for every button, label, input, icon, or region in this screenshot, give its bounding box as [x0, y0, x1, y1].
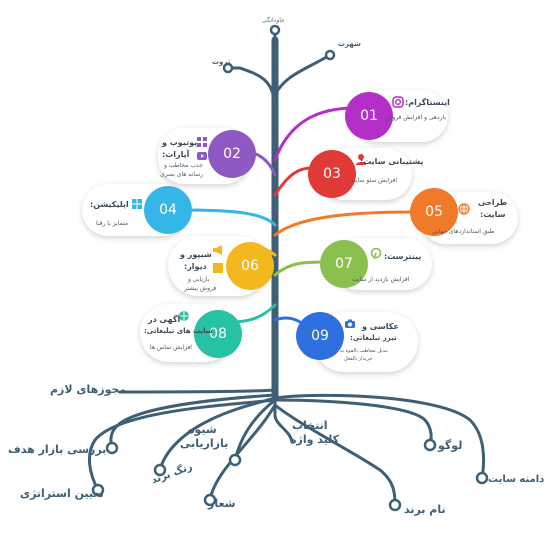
play-icon	[197, 152, 207, 160]
root-label-marketing-method-line2: بازاریابی	[180, 437, 229, 450]
megaphone-icon	[213, 245, 222, 255]
card-subtitle-line2: فروش بیشتر	[184, 285, 217, 292]
card-number: 09	[296, 312, 344, 360]
root-label-strategy: تعیین استراتژی	[20, 487, 104, 500]
support-icon	[356, 154, 366, 165]
card-number: 02	[208, 130, 256, 178]
globe-icon	[458, 203, 470, 215]
card-title-line2: تیزر تبلیغاتی:	[350, 334, 397, 342]
card-title: شیپور و	[180, 250, 212, 259]
root-label-target-market: بررسی بازار هدف	[8, 443, 107, 456]
card-number: 01	[345, 92, 393, 140]
card-number: 04	[144, 186, 192, 234]
instagram-icon	[392, 96, 404, 108]
card-subtitle: طبق استانداردهای جهانی	[432, 228, 495, 235]
root-label-brand-name: نام برند	[404, 503, 446, 516]
card-subtitle: افزایش سئو سایت	[350, 177, 398, 184]
root-label-licenses: مجوزهای لازم	[50, 383, 127, 396]
camera-icon	[345, 319, 355, 328]
card-subtitle-line2: رسانه های بصری	[160, 171, 204, 178]
root-label-keyword: انتخاب	[292, 419, 328, 432]
card-subtitle: افزایش بازدید از سایت	[352, 276, 410, 283]
card-number: 07	[320, 240, 368, 288]
root-label-keyword-line2: کلید واژه	[290, 433, 339, 446]
card-subtitle-line2: خریدار بالفعل	[344, 356, 373, 362]
card-subtitle: تبدیل مخاطب بالقوه به	[340, 348, 389, 354]
card-title-line2: دیوار:	[184, 262, 207, 271]
root-label-logo: لوگو	[438, 439, 463, 452]
card-title: پشتیبانی سایت:	[360, 157, 424, 166]
card-subtitle: بازدهی و افزایش فروش	[385, 114, 447, 121]
grid-icon	[197, 137, 207, 147]
card-title: یوتیوب و	[162, 138, 198, 147]
tag-immortality: جاودانگی	[262, 17, 285, 24]
card-number: 06	[226, 242, 274, 290]
tag-fame: شهرت	[338, 40, 361, 48]
card-title: پینترست:	[384, 252, 422, 261]
card-title: عکاسی و	[362, 322, 399, 331]
card-title: طراحی	[478, 198, 508, 207]
card-title: اینستاگرام:	[405, 98, 450, 107]
card-number: 03	[308, 150, 356, 198]
card-title-line2: سایت:	[480, 210, 506, 219]
card-number: 08	[194, 310, 242, 358]
square-icon	[213, 263, 223, 273]
root-label-marketing-method: شیوه	[188, 423, 217, 436]
card-title-line2: آپارات:	[162, 150, 190, 159]
card-subtitle: بازیابی و	[188, 276, 210, 283]
pinterest-icon	[370, 248, 382, 260]
card-title-line2: سایت های تبلیغاتی:	[144, 327, 213, 335]
web-icon	[179, 311, 189, 321]
card-title: آگهی در	[148, 315, 181, 324]
card-subtitle: جذب مخاطب و	[164, 162, 203, 169]
windows-icon	[132, 199, 142, 209]
tag-wealth: ثروت	[212, 58, 231, 66]
card-subtitle: افزایش تماس ها	[150, 344, 192, 351]
card-subtitle: متمایز با رقبا	[96, 220, 129, 227]
card-number: 05	[410, 188, 458, 236]
root-label-slogan: شعار	[208, 497, 236, 510]
root-label-domain: دامنه سایت	[488, 474, 545, 485]
card-title: اپلیکیشن:	[90, 200, 129, 209]
